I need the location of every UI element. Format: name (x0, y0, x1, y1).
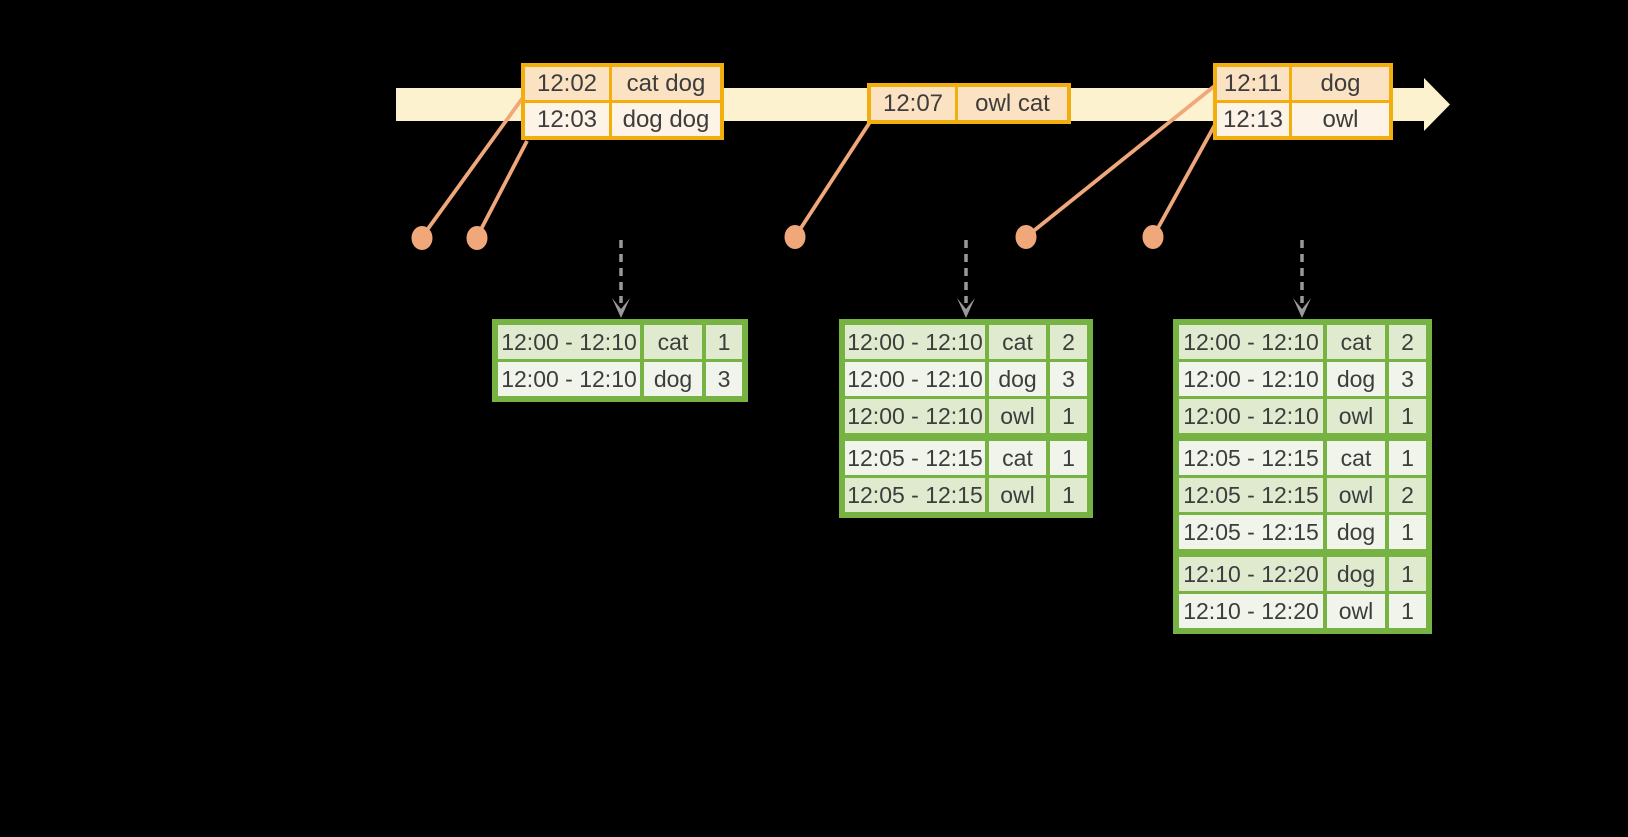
trigger-arrow-icon (957, 240, 975, 318)
result-word-cell: cat (989, 441, 1046, 475)
result-count-cell: 1 (1389, 441, 1426, 475)
result-count-cell: 1 (706, 325, 742, 359)
result-count-cell: 1 (1389, 594, 1426, 628)
result-window-cell: 12:10 - 12:20 (1179, 557, 1323, 591)
event-dot (784, 225, 806, 249)
result-window-cell: 12:00 - 12:10 (1179, 399, 1323, 433)
event-words-cell: owl (1292, 103, 1389, 136)
event-time-cell: 12:13 (1217, 103, 1289, 136)
result-word-cell: cat (644, 325, 702, 359)
event-connector (1151, 120, 1219, 238)
event-dot (1142, 225, 1164, 249)
result-window-cell: 12:05 - 12:15 (845, 441, 985, 475)
result-word-cell: owl (1327, 478, 1385, 512)
result-count-cell: 1 (1389, 399, 1426, 433)
result-count-cell: 1 (1050, 478, 1087, 512)
result-count-cell: 1 (1050, 399, 1087, 433)
event-connector (1024, 82, 1219, 239)
result-window-cell: 12:05 - 12:15 (1179, 478, 1323, 512)
result-word-cell: owl (989, 399, 1046, 433)
result-word-cell: dog (1327, 515, 1385, 549)
result-window-cell: 12:00 - 12:10 (845, 399, 985, 433)
timeline-arrowhead-icon (1424, 78, 1450, 131)
result-window-cell: 12:00 - 12:10 (1179, 325, 1323, 359)
result-count-cell: 1 (1389, 515, 1426, 549)
result-count-cell: 3 (706, 362, 742, 396)
result-window-cell: 12:10 - 12:20 (1179, 594, 1323, 628)
result-window-cell: 12:00 - 12:10 (845, 325, 985, 359)
result-word-cell: dog (989, 362, 1046, 396)
trigger-arrow-icon (612, 240, 630, 318)
event-dot (411, 226, 433, 250)
result-count-cell: 1 (1389, 557, 1426, 591)
result-word-cell: dog (1327, 362, 1385, 396)
result-word-cell: cat (1327, 325, 1385, 359)
event-words-cell: dog (1292, 67, 1389, 100)
result-count-cell: 3 (1050, 362, 1087, 396)
event-words-cell: dog dog (612, 103, 720, 136)
result-count-cell: 3 (1389, 362, 1426, 396)
event-words-cell: cat dog (612, 67, 720, 100)
result-count-cell: 2 (1389, 478, 1426, 512)
event-connector (475, 140, 529, 238)
result-window-cell: 12:05 - 12:15 (1179, 515, 1323, 549)
event-words-cell: owl cat (958, 87, 1067, 120)
trigger-arrow-icon (1293, 240, 1311, 318)
result-window-cell: 12:00 - 12:10 (1179, 362, 1323, 396)
event-dot (466, 226, 488, 250)
event-dot (1015, 225, 1037, 249)
event-time-cell: 12:07 (871, 87, 955, 120)
result-window-cell: 12:00 - 12:10 (498, 325, 640, 359)
result-window-cell: 12:05 - 12:15 (845, 478, 985, 512)
result-window-cell: 12:05 - 12:15 (1179, 441, 1323, 475)
result-count-cell: 1 (1050, 441, 1087, 475)
result-word-cell: cat (1327, 441, 1385, 475)
result-window-cell: 12:00 - 12:10 (845, 362, 985, 396)
result-word-cell: owl (1327, 399, 1385, 433)
result-word-cell: cat (989, 325, 1046, 359)
result-window-cell: 12:00 - 12:10 (498, 362, 640, 396)
event-connector (793, 120, 872, 239)
event-connector (420, 94, 526, 239)
event-time-cell: 12:03 (525, 103, 609, 136)
result-word-cell: owl (1327, 594, 1385, 628)
result-word-cell: owl (989, 478, 1046, 512)
result-count-cell: 2 (1389, 325, 1426, 359)
event-time-cell: 12:11 (1217, 67, 1289, 100)
event-time-cell: 12:02 (525, 67, 609, 100)
result-word-cell: dog (644, 362, 702, 396)
result-count-cell: 2 (1050, 325, 1087, 359)
result-word-cell: dog (1327, 557, 1385, 591)
